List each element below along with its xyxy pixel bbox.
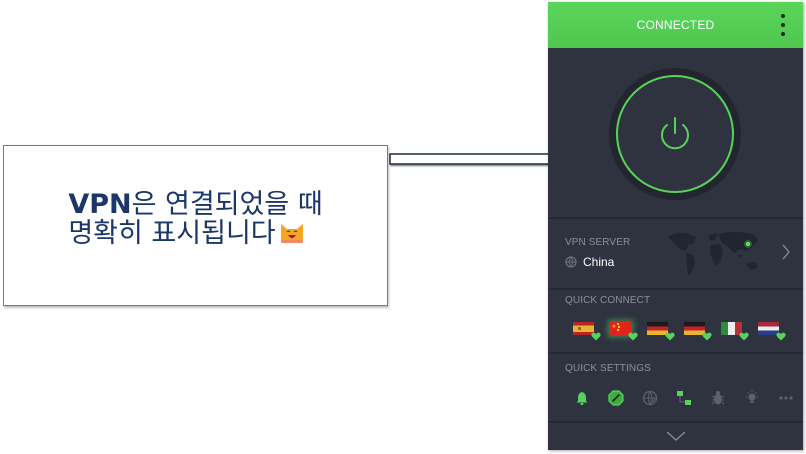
quick-settings-icons xyxy=(572,388,796,408)
germany-flag-icon xyxy=(647,322,668,335)
notifications-toggle[interactable] xyxy=(572,388,592,408)
more-icon xyxy=(779,396,793,400)
vpn-server-label: VPN SERVER xyxy=(565,237,631,248)
chevron-right-icon[interactable] xyxy=(781,243,791,261)
power-button-ring xyxy=(609,68,741,200)
flag-germany-button[interactable] xyxy=(647,322,675,341)
flag-germany-button[interactable] xyxy=(684,322,712,341)
annotation-line1: 은 연결되었을 때 xyxy=(131,188,323,220)
divider xyxy=(548,352,803,354)
power-button[interactable] xyxy=(616,75,734,193)
favorite-heart-icon xyxy=(702,332,712,341)
status-header: CONNECTED xyxy=(548,2,803,48)
kebab-menu-icon[interactable] xyxy=(779,14,787,36)
flag-italy-button[interactable] xyxy=(721,322,749,341)
power-icon xyxy=(661,117,689,150)
split-tunnel-toggle[interactable] xyxy=(674,388,694,408)
netshield-toggle[interactable] xyxy=(606,388,626,408)
spain-flag-icon xyxy=(573,322,594,335)
chevron-down-icon[interactable] xyxy=(666,430,686,442)
globe-refresh-icon xyxy=(642,390,658,406)
more-settings-button[interactable] xyxy=(776,388,796,408)
debug-toggle[interactable] xyxy=(708,388,728,408)
netshield-icon xyxy=(608,390,624,406)
netherlands-flag-icon xyxy=(758,322,779,335)
quick-connect-flags xyxy=(573,322,786,341)
annotation-line2: 명확히 표시됩니다 xyxy=(68,217,276,249)
tips-toggle[interactable] xyxy=(742,388,762,408)
annotation-callout: VPN은 연결되었을 때 명확히 표시됩니다 xyxy=(3,145,388,306)
china-flag-icon xyxy=(610,322,631,335)
server-country: China xyxy=(583,255,615,269)
favorite-heart-icon xyxy=(739,332,749,341)
quick-connect-label: QUICK CONNECT xyxy=(565,295,651,306)
world-map-icon xyxy=(668,232,758,275)
favorite-heart-icon xyxy=(665,332,675,341)
flag-china-button[interactable] xyxy=(610,322,638,341)
bell-icon xyxy=(576,392,588,405)
flag-netherlands-button[interactable] xyxy=(758,322,786,341)
connection-status: CONNECTED xyxy=(636,18,715,32)
quick-settings-label: QUICK SETTINGS xyxy=(565,363,651,374)
bug-icon xyxy=(711,391,725,405)
vpn-server-value: China xyxy=(565,255,614,269)
flag-spain-button[interactable] xyxy=(573,322,601,341)
smiling-cat-emoji-icon xyxy=(280,223,303,243)
annotation-strong: VPN xyxy=(68,188,132,220)
favorite-heart-icon xyxy=(591,332,601,341)
lightbulb-icon xyxy=(746,390,758,403)
split-tunnel-icon xyxy=(677,391,691,405)
italy-flag-icon xyxy=(721,322,742,335)
secure-core-toggle[interactable] xyxy=(640,388,660,408)
divider xyxy=(548,288,803,290)
divider xyxy=(548,421,803,423)
annotation-text: VPN은 연결되었을 때 명확히 표시됩니다 xyxy=(68,190,322,248)
divider xyxy=(548,217,803,219)
germany-flag-icon xyxy=(684,322,705,335)
favorite-heart-icon xyxy=(628,332,638,341)
vpn-app-window: CONNECTED VPN SERVER China xyxy=(548,2,803,450)
vpn-server-row[interactable]: VPN SERVER China xyxy=(548,219,803,289)
favorite-heart-icon xyxy=(776,332,786,341)
globe-icon xyxy=(565,256,577,268)
